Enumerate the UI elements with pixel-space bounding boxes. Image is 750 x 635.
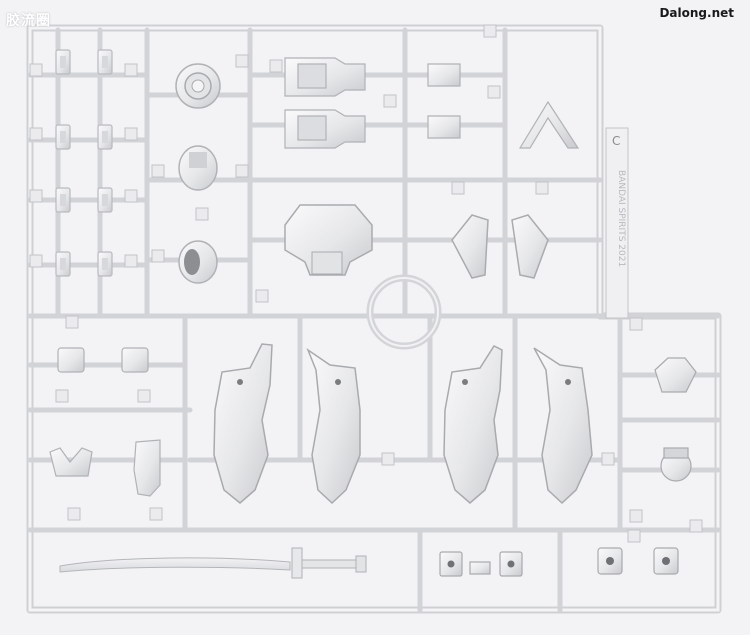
- watermark-right: Dalong.net: [659, 6, 734, 20]
- small-clip-parts: [427, 63, 580, 149]
- sprue-gates: [29, 24, 703, 543]
- ring-part: [366, 274, 442, 350]
- peg-parts-column: [55, 49, 113, 277]
- sword-part: [59, 547, 367, 579]
- shoulder-joint-parts: [654, 357, 697, 482]
- hand-joint-parts: [49, 347, 161, 497]
- leg-armor-parts: [213, 343, 593, 505]
- frame-link-parts: [284, 57, 366, 149]
- waist-armor-part: [284, 204, 373, 276]
- watermark-left: 胶流圈: [6, 13, 51, 29]
- skirt-armor-parts: [451, 214, 549, 279]
- ball-joint-parts: [175, 63, 221, 284]
- runner-tag-text: BANDAI SPIRITS 2021: [616, 170, 626, 268]
- runner-tag-letter: C: [612, 134, 621, 148]
- runner-tag: [605, 127, 629, 319]
